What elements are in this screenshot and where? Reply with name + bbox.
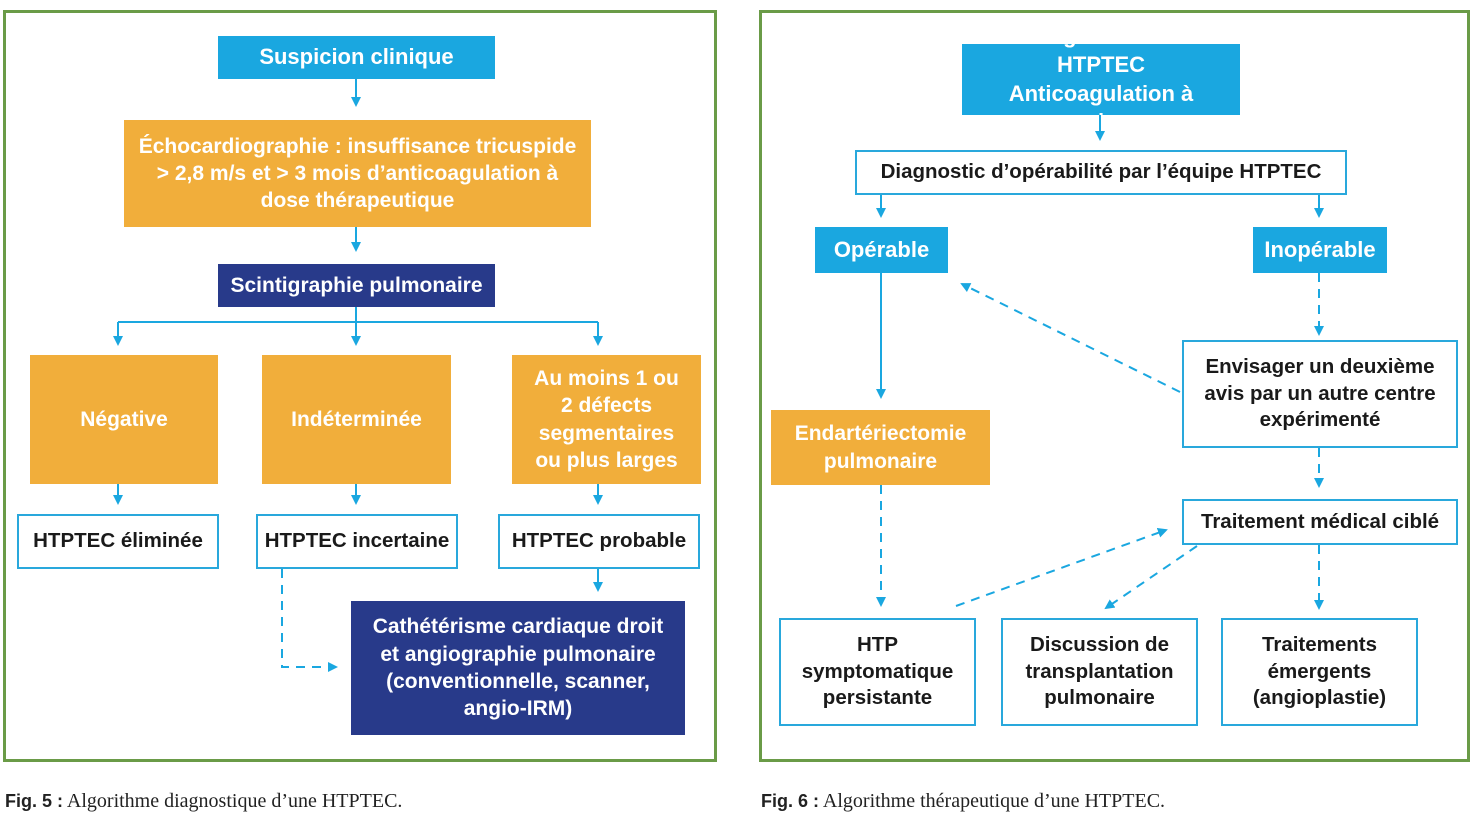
fig6-caption: Fig. 6 : Algorithme thérapeutique d’une … (761, 790, 1165, 813)
fig6-caption-label: Fig. 6 : (761, 791, 819, 811)
fig6-caption-text: Algorithme thérapeutique d’une HTPTEC. (822, 790, 1166, 812)
arrow-incertaine-catheterisme (281, 569, 338, 672)
node-inoperable: Inopérable (1253, 227, 1387, 273)
arrow-traitement-transplantation (1104, 545, 1198, 610)
node-suspicion-clinique: Suspicion clinique (218, 36, 495, 79)
node-scintigraphie: Scintigraphie pulmonaire (218, 264, 495, 307)
node-transplantation: Discussion de transplantation pulmonaire (1001, 618, 1198, 726)
fig5-caption-text: Algorithme diagnostique d’une HTPTEC. (66, 790, 403, 812)
node-traitement-cible: Traitement médical ciblé (1182, 499, 1458, 545)
node-htptec-probable: HTPTEC probable (498, 514, 700, 569)
node-htptec-incertaine: HTPTEC incertaine (256, 514, 458, 569)
node-indeterminee: Indéterminée (262, 355, 451, 484)
node-htptec-eliminee: HTPTEC éliminée (17, 514, 219, 569)
fig5-caption: Fig. 5 : Algorithme diagnostique d’une H… (5, 790, 402, 813)
node-htp-persistante: HTP symptomatique persistante (779, 618, 976, 726)
node-endarteriectomie: Endartériectomie pulmonaire (771, 410, 990, 485)
fig5-caption-label: Fig. 5 : (5, 791, 63, 811)
arrow-second-avis-operable (960, 283, 1181, 393)
connector-scinti-branch (118, 307, 598, 323)
node-second-avis: Envisager un deuxième avis par un autre … (1182, 340, 1458, 448)
arrow-htp-traitement (955, 528, 1168, 607)
node-catheterisme: Cathétérisme cardiaque droit et angiogra… (351, 601, 685, 735)
node-operabilite: Diagnostic d’opérabilité par l’équipe HT… (855, 150, 1347, 195)
node-operable: Opérable (815, 227, 948, 273)
node-diagnostic-htptec: Diagnostic de HTPTEC Anticoagulation à v… (962, 23, 1240, 134)
node-traitements-emergents: Traitements émergents (angioplastie) (1221, 618, 1418, 726)
node-echocardiographie: Échocardiographie : insuffisance tricusp… (124, 120, 591, 227)
node-defects: Au moins 1 ou 2 défects segmentaires ou … (512, 355, 701, 484)
node-negative: Négative (30, 355, 218, 484)
